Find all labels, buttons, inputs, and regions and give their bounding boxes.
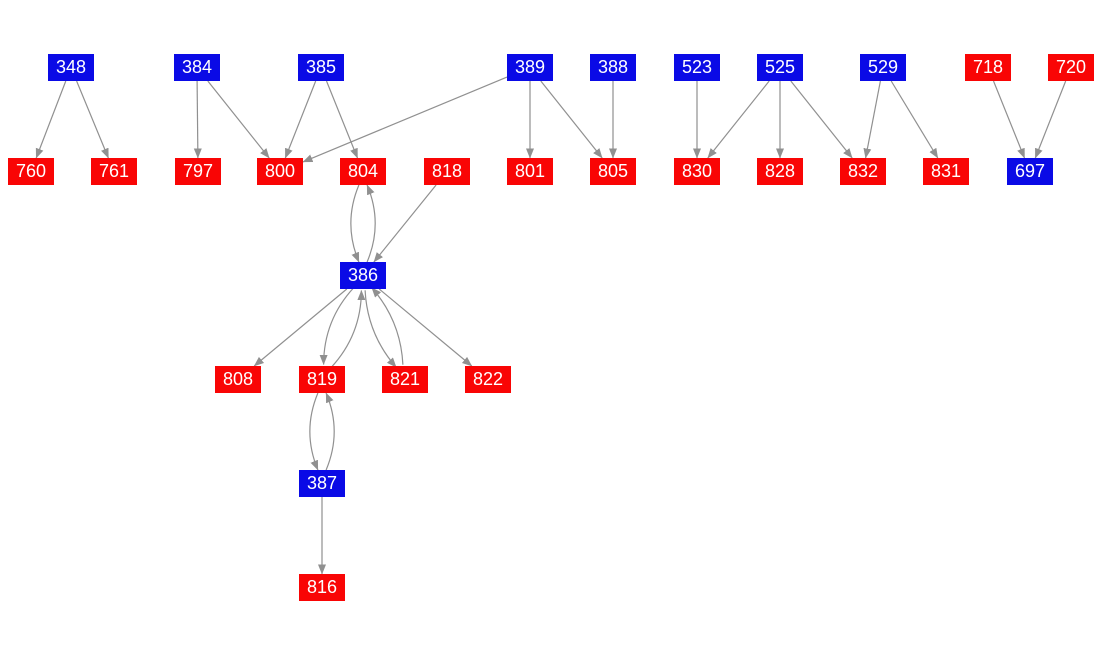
node-800[interactable]: 800	[257, 158, 303, 185]
edge-525-832	[790, 80, 853, 159]
edge-525-830	[707, 80, 770, 159]
edge-389-805	[540, 80, 603, 159]
edge-386-808	[253, 288, 348, 367]
node-697[interactable]: 697	[1007, 158, 1053, 185]
node-718[interactable]: 718	[965, 54, 1011, 81]
edge-385-804	[325, 80, 359, 159]
node-384[interactable]: 384	[174, 54, 220, 81]
node-831[interactable]: 831	[923, 158, 969, 185]
node-525[interactable]: 525	[757, 54, 803, 81]
node-828[interactable]: 828	[757, 158, 803, 185]
node-388[interactable]: 388	[590, 54, 636, 81]
node-805[interactable]: 805	[590, 158, 636, 185]
node-761[interactable]: 761	[91, 158, 137, 185]
node-819[interactable]: 819	[299, 366, 345, 393]
node-720[interactable]: 720	[1048, 54, 1094, 81]
edge-384-797	[193, 80, 202, 159]
node-797[interactable]: 797	[175, 158, 221, 185]
edge-386-804	[366, 184, 376, 263]
edge-819-387	[309, 392, 319, 471]
edge-348-760	[35, 80, 67, 159]
node-821[interactable]: 821	[382, 366, 428, 393]
node-808[interactable]: 808	[215, 366, 261, 393]
edge-387-819	[325, 392, 335, 471]
node-816[interactable]: 816	[299, 574, 345, 601]
edge-529-832	[863, 80, 881, 159]
edge-386-822	[378, 288, 473, 367]
node-830[interactable]: 830	[674, 158, 720, 185]
edge-818-386	[373, 184, 437, 263]
node-389[interactable]: 389	[507, 54, 553, 81]
node-529[interactable]: 529	[860, 54, 906, 81]
node-348[interactable]: 348	[48, 54, 94, 81]
edge-529-831	[890, 80, 939, 159]
node-387[interactable]: 387	[299, 470, 345, 497]
node-386[interactable]: 386	[340, 262, 386, 289]
node-822[interactable]: 822	[465, 366, 511, 393]
edge-819-386	[330, 290, 366, 368]
edge-386-821	[364, 290, 397, 368]
node-523[interactable]: 523	[674, 54, 720, 81]
edge-821-386	[371, 287, 404, 365]
node-760[interactable]: 760	[8, 158, 54, 185]
node-832[interactable]: 832	[840, 158, 886, 185]
edge-804-386	[350, 184, 360, 263]
edge-385-800	[284, 80, 317, 159]
edge-386-819	[319, 287, 355, 365]
node-804[interactable]: 804	[340, 158, 386, 185]
node-385[interactable]: 385	[298, 54, 344, 81]
edge-384-800	[207, 80, 270, 159]
node-801[interactable]: 801	[507, 158, 553, 185]
node-818[interactable]: 818	[424, 158, 470, 185]
edge-718-697	[992, 80, 1026, 159]
edge-389-800	[302, 76, 508, 163]
edge-348-761	[76, 80, 109, 159]
edge-720-697	[1034, 80, 1067, 159]
